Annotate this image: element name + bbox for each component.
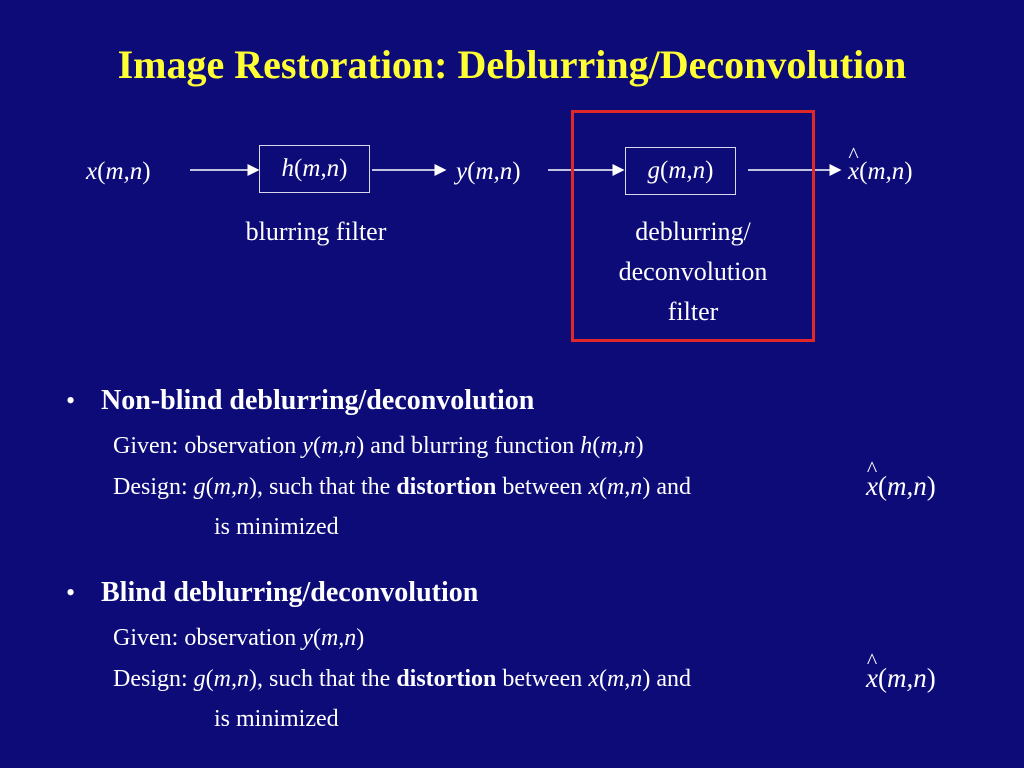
deblurring-filter-caption: deblurring/ deconvolution filter [618, 217, 768, 326]
bullet: • [66, 578, 76, 607]
section-heading: Non-blind deblurring/deconvolution [101, 385, 535, 416]
signal-output: x(m,n) [848, 157, 913, 187]
deblurring-filter-box: g(m,n) [625, 147, 736, 195]
design-line: Design: g(m,n), such that the distortion… [113, 666, 691, 692]
continuation-line: is minimized [214, 514, 339, 540]
slide-title: Image Restoration: Deblurring/Deconvolut… [117, 42, 907, 87]
signal-observed: y(m,n) [456, 158, 521, 185]
given-line: Given: observation y(m,n) [113, 625, 365, 651]
deblur-highlight-box [571, 110, 815, 342]
given-line: Given: observation y(m,n) and blurring f… [113, 433, 644, 459]
design-line: Design: g(m,n), such that the distortion… [113, 474, 691, 500]
bullet: • [66, 386, 76, 415]
blurring-filter-caption: blurring filter [245, 217, 387, 246]
estimate-symbol: x(m,n) [866, 471, 936, 501]
continuation-line: is minimized [214, 706, 339, 732]
signal-input: x(m,n) [86, 158, 151, 185]
section-heading: Blind deblurring/deconvolution [101, 577, 479, 608]
estimate-symbol: x(m,n) [866, 663, 936, 693]
blurring-filter-box: h(m,n) [259, 145, 370, 193]
